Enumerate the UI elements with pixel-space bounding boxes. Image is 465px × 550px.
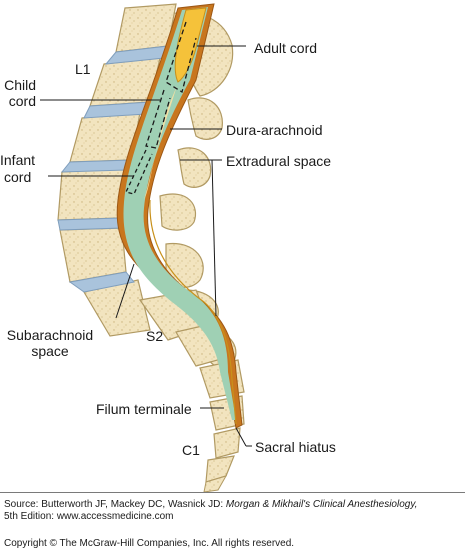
source-prefix: Source: Butterworth JF, Mackey DC, Wasni… bbox=[4, 499, 226, 510]
filum-terminale-line bbox=[149, 199, 237, 425]
child-cord-label-line1: Child bbox=[4, 77, 36, 93]
source-citation: Source: Butterworth JF, Mackey DC, Wasni… bbox=[4, 499, 464, 523]
l1-label: L1 bbox=[75, 61, 91, 77]
source-title: Morgan & Mikhail's Clinical Anesthesiolo… bbox=[225, 499, 418, 510]
infant-cord-label-line2: cord bbox=[4, 169, 32, 185]
filum-terminale-label: Filum terminale bbox=[96, 401, 192, 417]
c1-label: C1 bbox=[182, 442, 200, 458]
sacral-hiatus-label: Sacral hiatus bbox=[255, 439, 336, 455]
spinal-cord bbox=[174, 7, 207, 83]
leader-lines bbox=[40, 45, 252, 447]
spine-illustration bbox=[40, 3, 252, 493]
intervertebral-discs bbox=[57, 45, 169, 293]
s2-label: S2 bbox=[146, 328, 164, 344]
spine-diagram: Adult cord L1 Child cord Dura-arachnoid … bbox=[0, 3, 336, 493]
adult-cord-label: Adult cord bbox=[254, 40, 318, 56]
adult-cord-outline bbox=[165, 21, 197, 94]
coccyx bbox=[203, 475, 228, 493]
subarachnoid-space-label-line2: space bbox=[31, 343, 69, 359]
child-cord-label-line2: cord bbox=[8, 93, 36, 109]
infant-cord-outline bbox=[125, 149, 153, 195]
footer-divider bbox=[0, 492, 465, 493]
source-suffix: 5th Edition: www.accessmedicine.com bbox=[4, 511, 174, 522]
subarachnoid-csf bbox=[123, 7, 236, 420]
subarachnoid-space-label-line1: Subarachnoid bbox=[6, 327, 94, 343]
extradural-space-label: Extradural space bbox=[226, 153, 332, 169]
dura-arachnoid-label: Dura-arachnoid bbox=[226, 122, 323, 138]
cord-extension bbox=[144, 82, 178, 200]
copyright-notice: Copyright © The McGraw-Hill Companies, I… bbox=[4, 538, 295, 549]
infant-cord-label-line1: Infant bbox=[0, 152, 36, 168]
